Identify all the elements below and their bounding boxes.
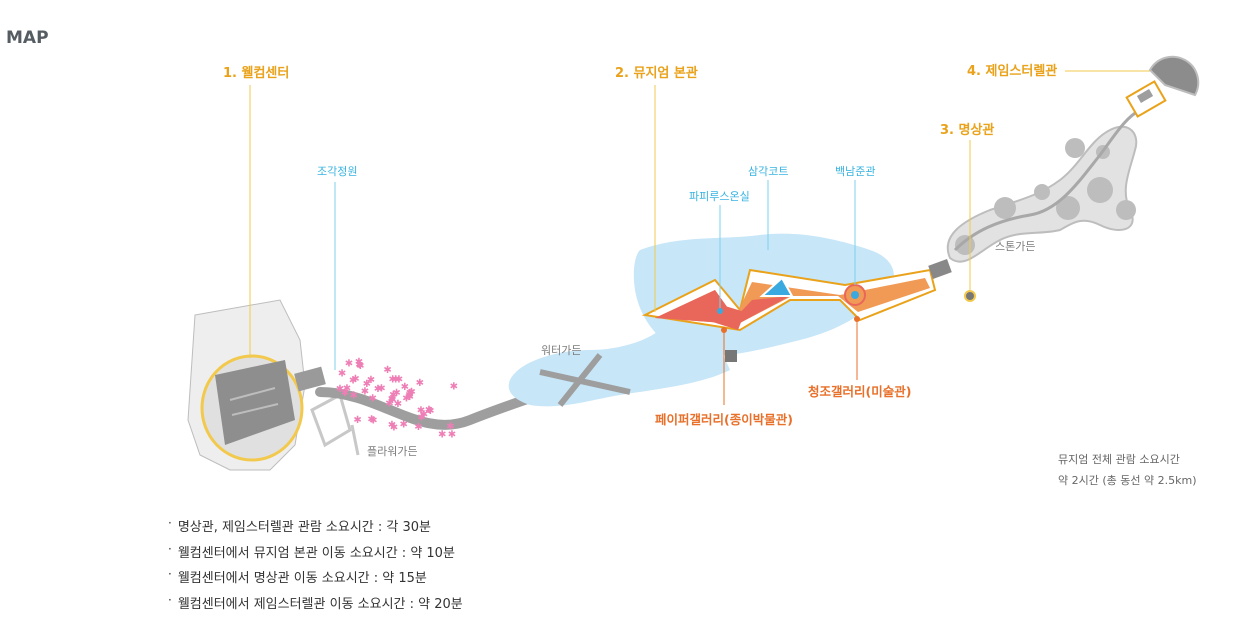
james-turrell-building[interactable] <box>1125 55 1200 118</box>
label-flower-garden: 플라워가든 <box>367 445 418 458</box>
flower-mark: ✱ <box>367 375 375 386</box>
stone-garden-area[interactable] <box>946 108 1141 263</box>
label-nam-june-paik: 백남준관 <box>835 165 875 178</box>
flower-mark: ✱ <box>416 378 424 389</box>
flower-mark: ✱ <box>385 398 393 409</box>
flower-mark: ✱ <box>338 369 346 380</box>
entrance-structure <box>310 392 360 456</box>
flower-mark: ✱ <box>336 384 344 395</box>
note-item: 웰컴센터에서 뮤지엄 본관 이동 소요시간 : 약 10분 <box>168 541 463 567</box>
flower-mark: ✱ <box>402 394 410 405</box>
label-stone-garden: 스톤가든 <box>995 240 1035 253</box>
label-triangle-court: 삼각코트 <box>748 165 788 178</box>
note-item: 웰컴센터에서 제임스터렐관 이동 소요시간 : 약 20분 <box>168 592 463 618</box>
summary-line-2: 약 2시간 (총 동선 약 2.5km) <box>1058 474 1197 487</box>
paper-gallery-dot <box>721 327 727 333</box>
flower-mark: ✱ <box>388 420 396 431</box>
flower-mark: ✱ <box>345 359 353 370</box>
flower-mark: ✱ <box>388 394 396 405</box>
flower-mark: ✱ <box>400 419 408 430</box>
label-paper-gallery[interactable]: 페이퍼갤러리(종이박물관) <box>655 412 793 427</box>
label-welcome-center[interactable]: 1. 웰컴센터 <box>223 65 289 81</box>
label-water-garden: 워터가든 <box>541 344 581 357</box>
label-sculpture-garden: 조각정원 <box>317 165 357 178</box>
flower-mark: ✱ <box>448 430 456 441</box>
flower-mark: ✱ <box>361 387 369 398</box>
meditation-hall-marker[interactable] <box>964 290 976 302</box>
flower-mark: ✱ <box>417 406 425 417</box>
note-item: 명상관, 제임스터렐관 관람 소요시간 : 각 30분 <box>168 515 463 541</box>
flower-mark: ✱ <box>395 375 403 386</box>
flower-mark: ✱ <box>374 384 382 395</box>
flower-mark: ✱ <box>401 382 409 393</box>
flower-mark: ✱ <box>406 392 414 403</box>
flower-mark: ✱ <box>425 405 433 416</box>
flower-mark: ✱ <box>350 390 358 401</box>
cheongjo-gallery-dot <box>854 316 860 322</box>
label-papyrus-room: 파피루스온실 <box>689 190 750 203</box>
flower-mark: ✱ <box>392 388 400 399</box>
flower-mark: ✱ <box>406 388 414 399</box>
flower-mark: ✱ <box>390 422 398 433</box>
visit-time-summary: 뮤지엄 전체 관람 소요시간 약 2시간 (총 동선 약 2.5km) <box>1058 449 1196 491</box>
flower-mark: ✱ <box>369 416 377 427</box>
flower-mark: ✱ <box>446 422 454 433</box>
flower-mark: ✱ <box>417 412 425 423</box>
flower-mark: ✱ <box>438 430 446 441</box>
flower-mark: ✱ <box>426 406 434 417</box>
flower-garden-area: ✱✱✱✱✱✱✱✱✱✱✱✱✱✱✱✱✱✱✱✱✱✱✱✱✱✱✱✱✱✱✱✱✱✱✱✱✱✱✱✱… <box>336 357 458 441</box>
flower-mark: ✱ <box>392 375 400 386</box>
label-museum-main[interactable]: 2. 뮤지엄 본관 <box>615 65 698 81</box>
museum-main-building[interactable] <box>641 259 952 362</box>
flower-mark: ✱ <box>414 422 422 433</box>
welcome-center-building[interactable] <box>187 299 326 471</box>
papyrus-dot <box>717 308 723 314</box>
note-item: 웰컴센터에서 명상관 이동 소요시간 : 약 15분 <box>168 566 463 592</box>
flower-mark: ✱ <box>405 390 413 401</box>
leader-lines <box>249 70 1150 405</box>
label-cheongjo-gallery[interactable]: 청조갤러리(미술관) <box>808 384 911 399</box>
flower-mark: ✱ <box>388 395 396 406</box>
flower-mark: ✱ <box>377 383 385 394</box>
flower-mark: ✱ <box>353 415 361 426</box>
flower-mark: ✱ <box>343 384 351 395</box>
flower-mark: ✱ <box>351 374 359 385</box>
flower-mark: ✱ <box>355 357 363 368</box>
flower-mark: ✱ <box>389 390 397 401</box>
flower-mark: ✱ <box>407 387 415 398</box>
flower-mark: ✱ <box>369 394 377 405</box>
map-title: MAP <box>6 28 49 48</box>
flower-mark: ✱ <box>367 415 375 426</box>
flower-mark: ✱ <box>420 409 428 420</box>
flower-mark: ✱ <box>389 374 397 385</box>
flower-mark: ✱ <box>394 399 402 410</box>
label-james-turrell[interactable]: 4. 제임스터렐관 <box>967 63 1057 79</box>
travel-time-notes: 명상관, 제임스터렐관 관람 소요시간 : 각 30분 웰컴센터에서 뮤지엄 본… <box>168 515 463 617</box>
flower-mark: ✱ <box>363 379 371 390</box>
flower-mark: ✱ <box>356 361 364 372</box>
flower-mark: ✱ <box>450 381 458 392</box>
flower-mark: ✱ <box>349 375 357 386</box>
flower-mark: ✱ <box>383 365 391 376</box>
summary-line-1: 뮤지엄 전체 관람 소요시간 <box>1058 453 1180 466</box>
flower-mark: ✱ <box>341 388 349 399</box>
flower-mark: ✱ <box>355 360 363 371</box>
label-meditation-hall[interactable]: 3. 명상관 <box>940 122 994 138</box>
